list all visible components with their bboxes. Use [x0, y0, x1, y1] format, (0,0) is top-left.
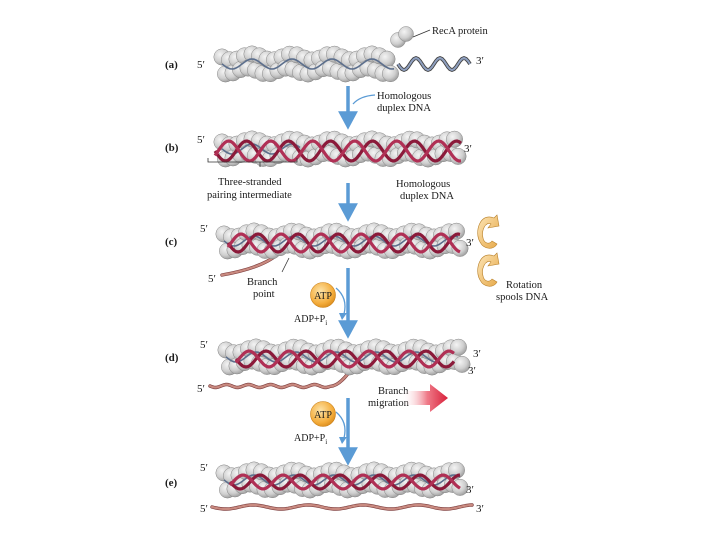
- duplex-e: [228, 473, 461, 491]
- duplex-strand: [226, 232, 461, 254]
- end-label-c-5-displaced: 5′: [208, 273, 216, 285]
- leader-lines: [207, 29, 431, 273]
- end-label-a-3: 3′: [476, 55, 484, 67]
- three-stranded-label-2: pairing intermediate: [207, 190, 292, 201]
- atp-sphere-2: [310, 401, 336, 427]
- single-strand-e: [223, 474, 461, 486]
- filament-c: [215, 222, 469, 260]
- atp-label-1: ATP: [314, 291, 332, 302]
- reca-monomer: [450, 338, 467, 356]
- reca-filament-layer: [213, 26, 471, 499]
- atp-label-2: ATP: [314, 410, 332, 421]
- reca-leader: [412, 29, 431, 38]
- displaced-strand-e: [210, 503, 474, 511]
- panel-label-b: (b): [165, 142, 179, 154]
- end-label-e-5-bottom: 5′: [200, 503, 208, 515]
- adp-label-1: ADP+Pi: [294, 314, 327, 327]
- rotation-label-2: spools DNA: [496, 292, 549, 303]
- rotation-arrow-icon-2: [477, 252, 500, 287]
- homologous-duplex-label-2: duplex DNA: [377, 103, 431, 114]
- branch-migration-label-1: Branch: [378, 386, 409, 397]
- duplex-c: [226, 232, 461, 254]
- duplex-strand: [228, 473, 461, 491]
- filament-a: [213, 26, 414, 83]
- homologous-duplex-b-label-2: duplex DNA: [400, 191, 454, 202]
- branch-point-label-2: point: [253, 289, 275, 300]
- flow-arrow-b-c: [338, 183, 358, 222]
- flow-arrows: [338, 86, 358, 466]
- end-label-b-5: 5′: [197, 134, 205, 146]
- reca-monomer: [448, 461, 465, 479]
- end-label-d-3-lower: 3′: [468, 365, 476, 377]
- end-label-c-3: 3′: [466, 237, 474, 249]
- branch-point-leader: [281, 257, 290, 273]
- atp-pointer-arrow-2: [335, 411, 346, 439]
- reca-monomer: [382, 65, 399, 83]
- end-label-b-3: 3′: [464, 143, 472, 155]
- label-pointer-arrows: [335, 94, 376, 444]
- duplex-strand: [234, 349, 455, 369]
- branch-point-label-1: Branch: [247, 277, 278, 288]
- reca-monomer: [449, 147, 467, 165]
- duplex-strand: [213, 139, 462, 163]
- three-stranded-label-1: Three-stranded: [218, 177, 282, 188]
- reca-monomer: [398, 26, 414, 42]
- panel-label-d: (d): [165, 352, 179, 364]
- reca-monomer: [378, 50, 396, 68]
- end-label-d-3-top: 3′: [473, 348, 481, 360]
- end-label-e-3-top: 3′: [466, 484, 474, 496]
- atp-group-1: ATP ADP+Pi: [294, 282, 336, 327]
- branch-migration-label-2: migration: [368, 398, 410, 409]
- panel-label-c: (c): [165, 236, 178, 248]
- strands-back-layer: [208, 240, 474, 511]
- homologous-duplex-label-1: Homologous: [377, 91, 431, 102]
- duplex-b: [213, 139, 462, 163]
- branch-migration-arrow: [402, 384, 448, 412]
- strands-front-layer: [213, 55, 472, 491]
- displaced-strand-d: [208, 356, 374, 389]
- rotation-arrow-icon-1: [477, 214, 500, 249]
- adp-label-2: ADP+Pi: [294, 433, 327, 446]
- end-label-e-3-bottom: 3′: [476, 503, 484, 515]
- single-strand-a: [221, 58, 395, 70]
- atp-group-2: ATP ADP+Pi: [294, 401, 336, 446]
- end-label-e-5-top: 5′: [200, 462, 208, 474]
- duplex-a: [397, 56, 471, 72]
- flow-arrow-d-e: [338, 398, 358, 466]
- flow-arrow-c-d: [338, 268, 358, 339]
- reca-monomer: [451, 239, 469, 257]
- three-stranded-bracket: [207, 158, 298, 163]
- duplex-strand: [213, 139, 462, 163]
- duplex-strand: [228, 473, 461, 491]
- reca-protein-label: RecA protein: [432, 26, 488, 37]
- duplex-pointer-arrow: [352, 94, 376, 105]
- end-label-c-5-top: 5′: [200, 223, 208, 235]
- atp-pointer-arrow-1: [335, 287, 346, 315]
- rotation-label-1: Rotation: [506, 280, 543, 291]
- reca-monomer: [453, 355, 471, 373]
- atp-sphere-1: [310, 282, 336, 308]
- flow-arrow-a-b: [338, 86, 358, 130]
- single-strand-c: [223, 235, 459, 247]
- homologous-duplex-b-label-1: Homologous: [396, 179, 450, 190]
- end-label-d-5-displaced: 5′: [197, 383, 205, 395]
- panel-label-a: (a): [165, 59, 178, 71]
- end-label-a-5: 5′: [197, 59, 205, 71]
- duplex-strand: [226, 232, 461, 254]
- end-label-d-5-top: 5′: [200, 339, 208, 351]
- panel-label-e: (e): [165, 477, 178, 489]
- duplex-d: [234, 349, 456, 369]
- rotation-arrows: [477, 214, 500, 287]
